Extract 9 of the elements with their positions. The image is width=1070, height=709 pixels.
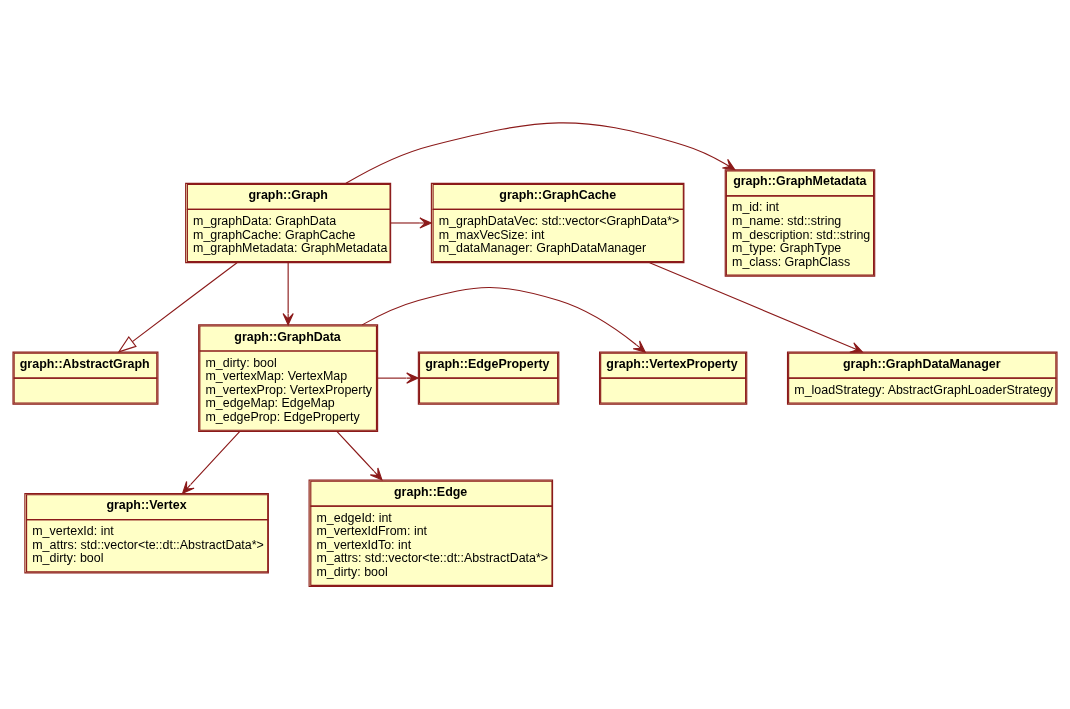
arrow bbox=[377, 372, 419, 384]
arrow bbox=[282, 262, 294, 326]
arrow bbox=[390, 217, 432, 229]
arrow bbox=[336, 430, 383, 481]
arrow bbox=[361, 286, 646, 353]
arrow bbox=[182, 430, 241, 494]
arrow bbox=[117, 262, 238, 353]
arrow bbox=[345, 122, 736, 184]
arrow bbox=[649, 262, 863, 353]
